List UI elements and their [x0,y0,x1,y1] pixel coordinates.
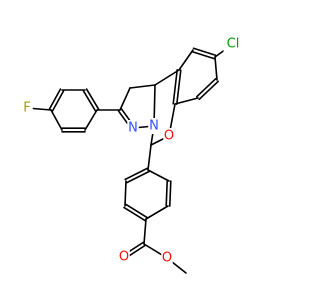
atom-label-background [127,120,139,136]
single-bond [145,205,169,220]
double-bond-line [165,180,169,207]
atom-label-n2: N [128,121,138,136]
double-bond-line [48,88,62,110]
single-bond [129,84,156,89]
single-bond [178,49,194,71]
atom-label-background [118,249,130,265]
single-bond [154,69,180,86]
atom-label-f: F [23,101,30,116]
atom-label-background [21,100,33,116]
atom-label-n1: N [149,119,159,134]
double-bond-line [195,77,217,98]
atom-label-o-ester: O [162,251,172,266]
single-bond [214,56,218,81]
atom-label-cl: Cl [227,37,240,52]
double-bond-line [191,50,216,60]
bond-layer [26,43,234,274]
single-bond [119,87,131,111]
atom-label-background [223,36,243,52]
single-bond [124,180,127,207]
single-bond [147,144,152,171]
double-bond-line [172,68,179,105]
double-bond-line [175,69,182,106]
double-bond-line [125,203,148,219]
double-bond-line [198,80,220,101]
single-bond [50,109,63,131]
atom-label-o-carbonyl: O [119,250,129,265]
single-bond [174,97,199,105]
atom-label-background [163,128,175,144]
double-bond-line [85,88,100,110]
atom-label-o-ring: O [164,129,174,144]
single-bond [84,109,98,131]
double-bond-line [126,170,150,184]
double-bond-line [82,90,97,112]
double-bond-line [123,206,146,222]
atom-label-background [148,118,160,134]
double-bond-line [51,90,65,112]
double-bond-line [124,167,148,181]
double-bond-line [168,180,172,207]
single-bond [143,218,147,245]
atom-label-background [161,250,173,266]
double-bond-line [192,47,217,57]
single-bond [147,169,170,182]
